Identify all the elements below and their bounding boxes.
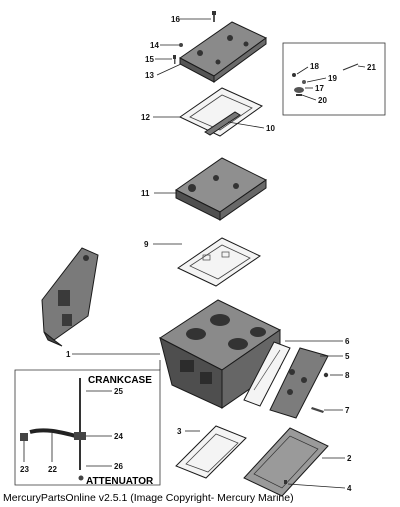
callout-25[interactable]: 25 xyxy=(114,387,123,396)
callout-11[interactable]: 11 xyxy=(141,189,150,198)
part-10-plate[interactable] xyxy=(204,111,241,136)
part-16-bolt[interactable] xyxy=(212,11,216,22)
callout-1[interactable]: 1 xyxy=(66,350,71,359)
part-14-washer[interactable] xyxy=(179,43,183,47)
callout-21[interactable]: 21 xyxy=(367,63,376,72)
callout-20[interactable]: 20 xyxy=(318,96,327,105)
callout-2[interactable]: 2 xyxy=(347,454,352,463)
attenuator-label: ATTENUATOR xyxy=(86,476,154,487)
callout-16[interactable]: 16 xyxy=(171,15,180,24)
callout-8[interactable]: 8 xyxy=(345,371,350,380)
callout-12[interactable]: 12 xyxy=(141,113,150,122)
crankcase-half[interactable] xyxy=(41,247,99,347)
callout-9[interactable]: 9 xyxy=(144,240,149,249)
callout-19[interactable]: 19 xyxy=(328,74,337,83)
part-12-gasket[interactable] xyxy=(179,87,263,137)
part-17-valve[interactable] xyxy=(294,87,304,93)
callout-24[interactable]: 24 xyxy=(114,432,123,441)
part-24-tee-fitting[interactable] xyxy=(74,432,86,440)
inset-box-hoses xyxy=(14,369,161,486)
callout-22[interactable]: 22 xyxy=(48,465,57,474)
part-15-screw[interactable] xyxy=(173,55,176,64)
part-26-fitting[interactable] xyxy=(78,475,84,481)
part-13-cover-plate[interactable] xyxy=(179,21,267,83)
callout-15[interactable]: 15 xyxy=(145,55,154,64)
part-6-gasket[interactable] xyxy=(243,341,291,407)
callout-18[interactable]: 18 xyxy=(310,62,319,71)
callout-5[interactable]: 5 xyxy=(345,352,350,361)
part-11-transfer-cover[interactable] xyxy=(175,157,267,221)
part-21-pin[interactable] xyxy=(342,63,359,71)
callout-10[interactable]: 10 xyxy=(266,124,275,133)
cylinder-block[interactable] xyxy=(159,299,281,409)
callout-14[interactable]: 14 xyxy=(150,41,159,50)
part-9-gasket[interactable] xyxy=(176,237,262,287)
callout-6[interactable]: 6 xyxy=(345,337,350,346)
part-8-screw[interactable] xyxy=(323,372,329,378)
callout-23[interactable]: 23 xyxy=(20,465,29,474)
part-20-screw[interactable] xyxy=(296,94,302,96)
part-2-plate[interactable] xyxy=(243,427,329,497)
part-23-fitting[interactable] xyxy=(20,433,28,441)
callout-26[interactable]: 26 xyxy=(114,462,123,471)
copyright-footer: MercuryPartsOnline v2.5.1 (Image Copyrig… xyxy=(3,492,294,504)
callout-4[interactable]: 4 xyxy=(347,484,352,493)
part-22-hose[interactable] xyxy=(29,428,77,438)
crankcase-label: CRANKCASE xyxy=(88,375,152,386)
part-19-spring[interactable] xyxy=(302,80,306,84)
callout-17[interactable]: 17 xyxy=(315,84,324,93)
part-7-bolt[interactable] xyxy=(311,407,324,413)
callout-7[interactable]: 7 xyxy=(345,406,350,415)
callout-3[interactable]: 3 xyxy=(177,427,182,436)
callout-13[interactable]: 13 xyxy=(145,71,154,80)
part-4-screw[interactable] xyxy=(284,480,287,484)
part-18-ball[interactable] xyxy=(292,73,296,77)
part-3-gasket[interactable] xyxy=(175,425,247,479)
inset-box-valve-parts xyxy=(282,42,386,116)
